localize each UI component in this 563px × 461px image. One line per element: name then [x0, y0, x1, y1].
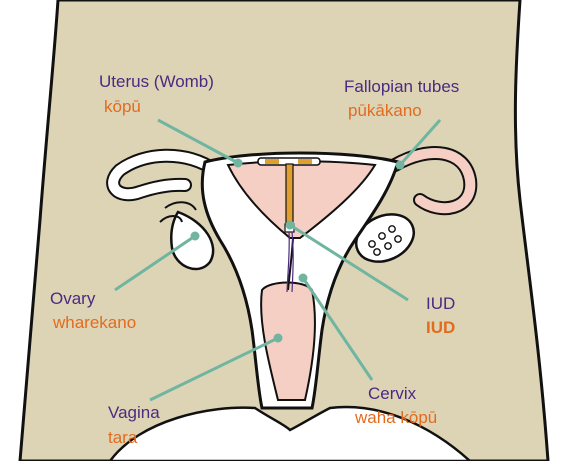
vagina-label-mi: tara	[108, 428, 137, 448]
fallopian-label-mi: pūkākano	[348, 101, 422, 121]
fallopian-label-en: Fallopian tubes	[344, 77, 459, 97]
iud-label-mi: IUD	[426, 318, 455, 338]
uterus-label-en: Uterus (Womb)	[99, 72, 214, 92]
ovary-label-mi: wharekano	[53, 313, 136, 333]
cervix-label-mi: waha kōpū	[355, 408, 437, 428]
uterus-label-mi: kōpū	[104, 97, 141, 117]
iud-label-en: IUD	[426, 294, 455, 314]
vagina-label-en: Vagina	[108, 403, 160, 423]
cervix-label-en: Cervix	[368, 384, 416, 404]
ovary-label-en: Ovary	[50, 289, 95, 309]
